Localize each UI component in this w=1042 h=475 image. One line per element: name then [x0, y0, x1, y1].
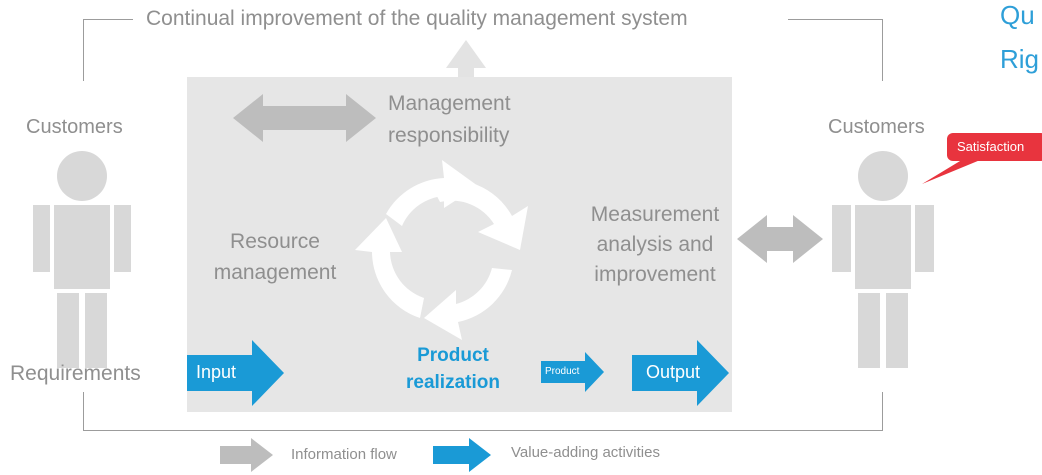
output-arrow — [632, 340, 729, 406]
corner-title-line2: Rig — [1000, 44, 1040, 74]
corner-title-line1: Qu — [1000, 0, 1035, 30]
resource-label-line2: management — [213, 261, 337, 284]
legend-gray-arrow — [220, 438, 273, 472]
up-arrow — [446, 40, 486, 77]
satisfaction-callout — [922, 133, 1042, 184]
product-realization-line1: Product — [417, 345, 489, 366]
measurement-label-line1: Measurement — [590, 203, 720, 226]
improvement-cycle-icon — [355, 160, 528, 340]
management-label-line1: Management — [388, 92, 511, 115]
continual-improvement-label: Continual improvement of the quality man… — [146, 7, 688, 30]
management-double-arrow — [233, 94, 376, 142]
measurement-label-line3: improvement — [594, 263, 716, 286]
measurement-label-line2: analysis and — [596, 233, 714, 256]
legend-blue-arrow — [433, 438, 491, 472]
input-label: Input — [196, 362, 237, 382]
frame-line-left-bottom — [83, 392, 84, 431]
product-label: Product — [545, 366, 580, 377]
output-label: Output — [646, 362, 701, 382]
satisfaction-label: Satisfaction — [957, 139, 1025, 154]
right-customers-label: Customers — [828, 116, 925, 138]
frame-line-left-top — [83, 19, 84, 81]
requirements-label: Requirements — [10, 362, 141, 385]
left-customer-figure — [33, 151, 131, 368]
legend-information-flow-label: Information flow — [291, 446, 397, 463]
product-arrow — [541, 352, 604, 392]
frame-line-top-right — [788, 19, 883, 20]
frame-line-right-top — [882, 19, 883, 81]
input-arrow — [187, 340, 284, 406]
frame-line-top-left — [83, 19, 133, 20]
left-customers-label: Customers — [26, 116, 123, 138]
frame-line-bottom — [83, 430, 883, 431]
legend-value-adding-label: Value-adding activities — [511, 444, 660, 461]
resource-label-line1: Resource — [230, 230, 320, 253]
measurement-double-arrow — [737, 215, 823, 263]
frame-line-right-bottom — [882, 392, 883, 431]
management-label-line2: responsibility — [388, 124, 510, 147]
product-realization-line2: realization — [406, 372, 500, 393]
right-customer-figure — [832, 151, 934, 368]
